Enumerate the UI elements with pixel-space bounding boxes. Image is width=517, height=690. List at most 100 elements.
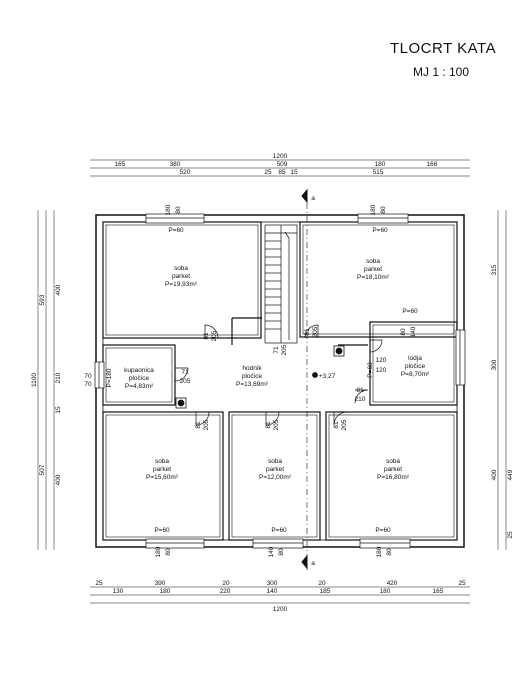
door-dim-4b: 205 [180, 378, 191, 385]
left-dim-1: 593 [39, 294, 46, 305]
room-nw-name: soba [174, 265, 188, 272]
bottom-dim-11: 140 [267, 588, 278, 595]
window-dim-bath-a: 70 [84, 373, 92, 380]
room-s-floor: parket [266, 466, 284, 473]
window-dim-nw-b: 80 [175, 206, 182, 214]
window-dim-ne-b: 80 [380, 206, 387, 214]
left-dim-4: 210 [55, 372, 62, 383]
room-s-area: P=12,00m² [259, 474, 292, 481]
top-dim-overall: 1200 [273, 153, 288, 160]
bottom-dim-8: 130 [113, 588, 124, 595]
left-dim-overall: 1100 [31, 373, 38, 387]
right-dim-1: 315 [491, 264, 498, 275]
windows [94, 213, 466, 549]
room-sw-name: soba [155, 458, 169, 465]
bottom-dim-4: 300 [267, 580, 278, 587]
window-dim-s-a: 140 [268, 546, 275, 557]
plan-title: TLOCRT KATA [390, 40, 497, 57]
bottom-dim-2: 390 [155, 580, 166, 587]
doors [174, 324, 383, 426]
top-dim-2: 380 [170, 161, 181, 168]
top-dim-7: 25 [264, 169, 272, 176]
dimension-lines [37, 159, 507, 604]
room-ne-floor: parket [364, 266, 382, 273]
window-dim-s-b: 80 [278, 548, 285, 556]
top-dim-8: 85 [278, 169, 286, 176]
window-dim-lodja-b: 140 [410, 326, 417, 337]
room-bath-area: P=4,83m² [125, 383, 154, 390]
bottom-dim-7: 25 [458, 580, 466, 587]
door-dim-7a: 81 [265, 421, 272, 429]
lodja-door-dim-a: 120 [376, 357, 387, 364]
window-dim-sw-b: 80 [165, 548, 172, 556]
room-se-floor: parket [384, 466, 402, 473]
section-marker-bottom-icon [301, 554, 308, 570]
window-dim-nw-a: 180 [165, 204, 172, 215]
right-dim-5: 25 [507, 531, 514, 539]
door-dim-4a: 71 [181, 369, 189, 376]
window-dim-ne-a: 180 [370, 204, 377, 215]
room-lodja-name: lodja [408, 355, 422, 362]
door-dim-1b: 205 [211, 330, 218, 341]
door-dim-8b: 205 [341, 419, 348, 430]
door-dim-5b: 210 [355, 396, 366, 403]
left-dim-2: 507 [39, 464, 46, 475]
room-sw-area: P=15,60m² [146, 474, 179, 481]
room-se-name: soba [386, 458, 400, 465]
left-dim-3: 400 [55, 284, 62, 295]
level-mark: +3,27 [319, 373, 336, 380]
window-label-nw: P=60 [168, 227, 184, 234]
right-dim-4: 449 [507, 469, 514, 480]
window-dim-bath-side: P=180 [106, 368, 113, 387]
room-nw-floor: parket [172, 273, 190, 280]
door-dim-3b: 205 [312, 326, 319, 337]
window-label-ne: P=60 [372, 227, 388, 234]
plan-scale: MJ 1 : 100 [413, 65, 470, 79]
section-label-top: a [311, 195, 315, 202]
bottom-dim-3: 20 [222, 580, 230, 587]
door-dim-6b: 205 [203, 419, 210, 430]
room-lodja-area: P=8,70m² [401, 371, 430, 378]
window-label-s: P=60 [271, 527, 287, 534]
room-bath-name: kupaonica [124, 367, 154, 374]
bottom-dim-14: 165 [433, 588, 444, 595]
bottom-dim-9: 180 [160, 588, 171, 595]
right-dim-3: 400 [491, 469, 498, 480]
window-label-bath: P=60 [367, 362, 374, 378]
top-dim-6: 520 [180, 169, 191, 176]
window-label-sw: P=60 [154, 527, 170, 534]
section-label-bottom: a [311, 560, 315, 567]
room-lodja-floor: pločice [405, 363, 426, 370]
top-dim-10: 515 [373, 169, 384, 176]
appliance-symbols [175, 345, 345, 409]
section-marker-top-icon [301, 188, 308, 204]
staircase [264, 224, 298, 344]
room-bath-floor: pločice [129, 375, 150, 382]
room-hall-floor: pločice [242, 373, 263, 380]
window-dim-lodja-a: 80 [400, 328, 407, 336]
top-dim-5: 166 [427, 161, 438, 168]
window-dim-bath-b: 70 [84, 381, 92, 388]
window-label-lodja: P=60 [402, 308, 418, 315]
interior-walls [102, 221, 458, 541]
room-ne-name: soba [366, 258, 380, 265]
top-dim-9: 15 [290, 169, 298, 176]
door-dim-5a: 81 [356, 387, 364, 394]
bottom-dim-10: 220 [220, 588, 231, 595]
door-dim-8a: 81 [333, 421, 340, 429]
room-s-name: soba [268, 458, 282, 465]
window-dim-se-b: 80 [386, 548, 393, 556]
room-nw-area: P=19,93m² [165, 281, 198, 288]
room-sw-floor: parket [153, 466, 171, 473]
top-dim-3: 509 [277, 161, 288, 168]
room-hall-name: hodnik [242, 365, 262, 372]
door-dim-7b: 205 [273, 419, 280, 430]
bottom-dim-6: 420 [387, 580, 398, 587]
window-label-se: P=60 [375, 527, 391, 534]
top-dim-1: 165 [115, 161, 126, 168]
door-dim-2a: 71 [273, 346, 280, 354]
top-dim-4: 180 [375, 161, 386, 168]
window-dim-sw-a: 180 [155, 546, 162, 557]
door-dim-6a: 81 [195, 421, 202, 429]
